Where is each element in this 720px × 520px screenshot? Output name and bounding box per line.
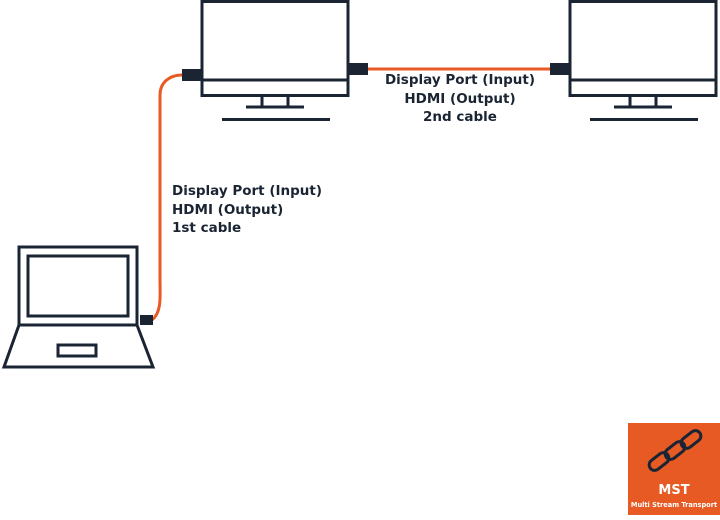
monitor-1-out-connector <box>348 63 368 75</box>
monitor-2-icon <box>568 0 718 121</box>
laptop-port-connector <box>140 315 153 325</box>
cable-2-output-text: HDMI (Output) <box>404 90 516 107</box>
monitor-2-port-connector <box>550 63 570 75</box>
mst-subtitle: Multi Stream Transport <box>630 501 718 509</box>
cable-2 <box>348 63 570 75</box>
cable-1-output-text: HDMI (Output) <box>172 201 284 218</box>
monitor-1-icon <box>200 0 350 121</box>
cable-1 <box>140 69 202 325</box>
mst-badge: MST Multi Stream Transport <box>628 423 720 515</box>
laptop-icon <box>1 245 156 369</box>
cable-2-name-text: 2nd cable <box>423 109 497 125</box>
cable-1-input-text: Display Port (Input) <box>172 183 323 199</box>
cable-1-name-text: 1st cable <box>172 220 242 236</box>
cable-1-label: Display Port (Input) HDMI (Output) 1st c… <box>172 182 322 238</box>
mst-title: MST <box>658 483 690 498</box>
monitor-1-port-connector <box>182 69 202 81</box>
cable-2-label: Display Port (Input) HDMI (Output) 2nd c… <box>370 71 550 127</box>
cable-2-input-text: Display Port (Input) <box>384 72 536 88</box>
chain-link-icon <box>647 429 703 472</box>
